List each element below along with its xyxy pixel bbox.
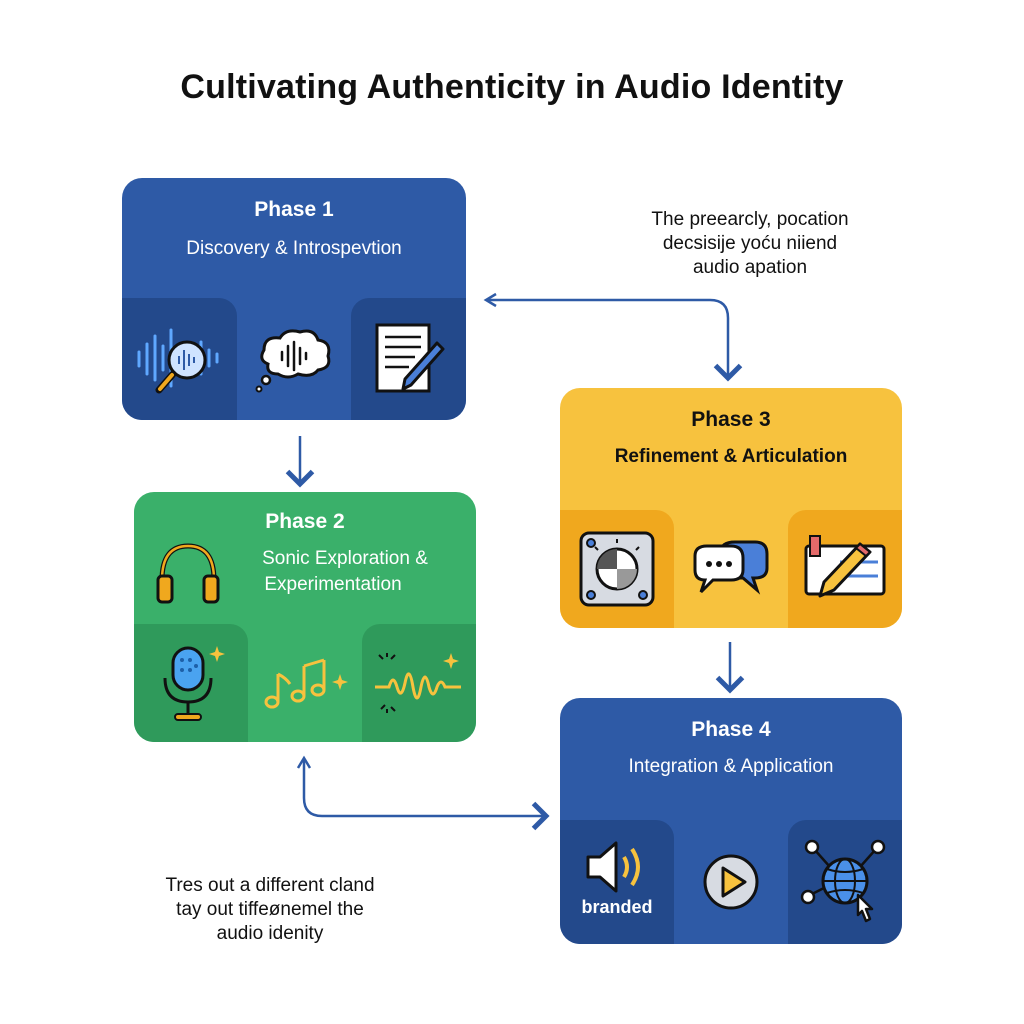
arrow-phase2-to-phase4: [302, 760, 550, 831]
phase2-card: Phase 2 Sonic Exploration & Experimentat…: [134, 492, 476, 742]
phase2-tile-1: [134, 624, 248, 742]
note-bottom-left-line2: tay out tiffeønemel the: [176, 899, 364, 920]
phase3-label: Phase 3: [691, 408, 771, 431]
note-top-right-line2: decsisiјe yoću niiend: [662, 233, 838, 254]
music-notes-icon: [264, 658, 348, 709]
play-button-icon[interactable]: [701, 852, 761, 912]
phase3-tile-1: [560, 510, 674, 628]
phase1-card: Phase 1 Discovery & Introspevtion: [122, 178, 466, 420]
note-bottom-left: Tres out a different cland tay out tiffe…: [120, 874, 420, 946]
globe-network-icon: [800, 839, 886, 923]
note-top-right-line1: The preearcly, pocation: [651, 209, 849, 230]
phase3-card: Phase 3 Refinement & Articulation: [560, 388, 902, 628]
sparkle-waveform-icon: [375, 653, 461, 713]
phase2-subtitle-line1: Sonic Exploration &: [262, 548, 428, 569]
phase4-tile-1: branded: [560, 820, 674, 944]
phase3-tile-2: [674, 510, 788, 628]
note-bottom-left-line3: audio idenity: [216, 923, 324, 944]
chat-bubbles-icon: [693, 540, 769, 595]
phase2-label: Phase 2: [265, 510, 345, 533]
phase2-tile-2: [248, 624, 362, 742]
phase2-tile-3: [362, 624, 476, 742]
diagram-title: Cultivating Authenticity in Audio Identi…: [180, 68, 844, 106]
arrow-phase1-to-phase3: [488, 298, 743, 382]
note-top-right-line3: audio apation: [692, 257, 808, 278]
branded-label: branded: [581, 897, 653, 917]
headphones-icon: [156, 543, 220, 604]
microphone-icon: [163, 646, 225, 721]
phase4-tile-3: [788, 820, 902, 944]
document-pen-icon: [375, 323, 445, 393]
phase1-tile-2: [236, 298, 352, 420]
note-bottom-left-line1: Tres out a different cland: [165, 875, 375, 896]
phase1-subtitle: Discovery & Introspevtion: [186, 238, 402, 259]
phase4-tile-2: [674, 820, 788, 944]
phase4-label: Phase 4: [691, 718, 771, 741]
phase4-subtitle: Integration & Application: [628, 756, 834, 777]
phase1-tile-3: [351, 298, 466, 420]
phase1-tile-1: [122, 298, 237, 420]
pencil-edit-icon: [804, 535, 886, 598]
phase1-label: Phase 1: [254, 198, 334, 221]
speaker-icon: [586, 841, 640, 893]
phase4-card: Phase 4 Integration & Application brande…: [560, 698, 902, 944]
phase3-tile-3: [788, 510, 902, 628]
mixing-knob-icon: [579, 531, 655, 607]
phase2-subtitle-line2: Experimentation: [264, 574, 402, 595]
audio-waveform-magnifier-icon: [137, 328, 219, 394]
note-top-right: The preearcly, pocation decsisiјe yoću n…: [600, 208, 900, 280]
phase3-subtitle: Refinement & Articulation: [614, 446, 848, 467]
thought-bubble-waveform-icon: [255, 329, 331, 393]
